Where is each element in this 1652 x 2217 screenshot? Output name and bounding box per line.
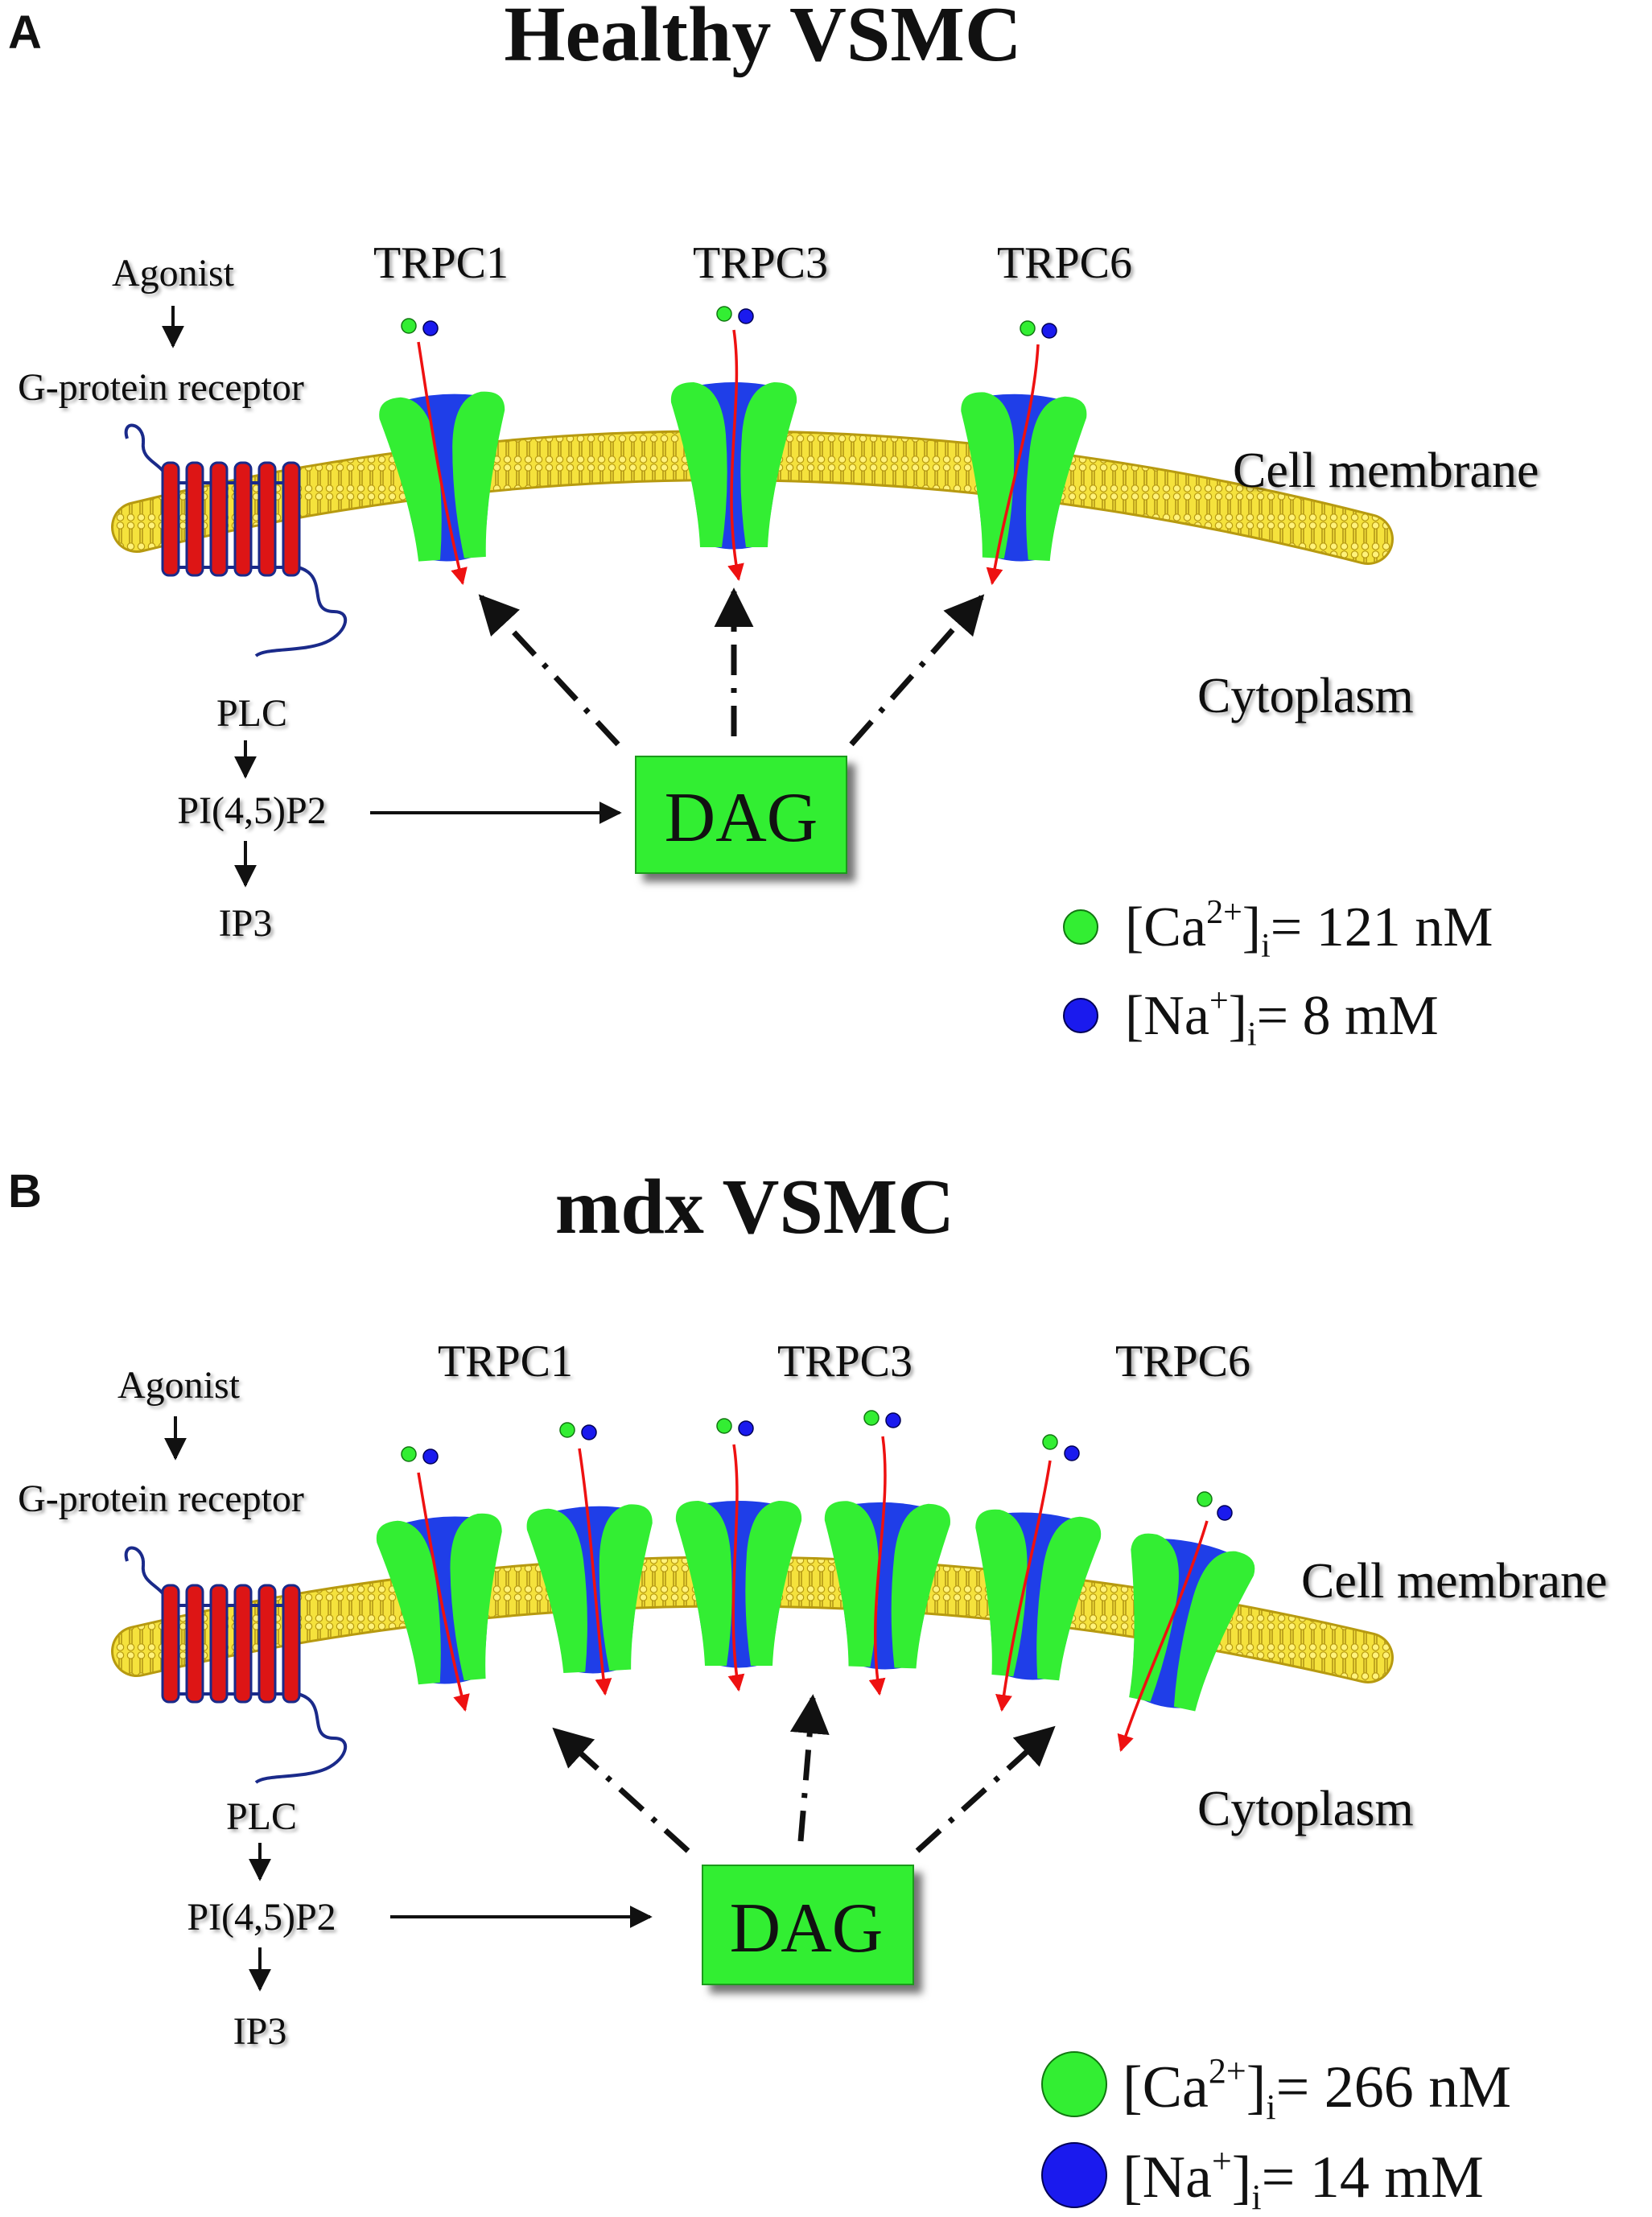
panel-title: Healthy VSMC (504, 0, 1021, 78)
sodium-legend: [Na+]i= 8 mM (1125, 983, 1439, 1053)
agonist-label: Agonist (112, 252, 235, 295)
legend: [Ca2+]i= 121 nM [Na+]i= 8 mM (1063, 894, 1493, 1053)
ion-flow (401, 306, 1057, 586)
channel-label: TRPC6 (997, 238, 1132, 288)
channel-label: TRPC3 (777, 1337, 913, 1387)
plc-label: PLC (226, 1795, 297, 1838)
channel-label: TRPC6 (1115, 1337, 1250, 1387)
membrane-label: Cell membrane (1233, 443, 1539, 498)
trpc-channel (670, 382, 797, 550)
ion-flow (401, 1410, 1233, 1753)
trpc-channel (824, 1501, 950, 1670)
g-protein-receptor (124, 423, 348, 657)
pip2-label: PI(4,5)P2 (177, 789, 326, 832)
calcium-legend: [Ca2+]i= 266 nM (1123, 2051, 1511, 2127)
dag-label: DAG (730, 1889, 884, 1968)
cytoplasm-label: Cytoplasm (1197, 1782, 1414, 1836)
trpc-channel (376, 1513, 502, 1685)
channel-label: TRPC1 (438, 1337, 573, 1387)
receptor-label: G-protein receptor (18, 1477, 304, 1520)
trpc-channel (1129, 1533, 1255, 1712)
ip3-label: IP3 (219, 902, 273, 945)
g-protein-receptor (124, 1546, 348, 1784)
legend: [Ca2+]i= 266 nM [Na+]i= 14 mM (1041, 2051, 1511, 2217)
dag-activation-arrows (478, 587, 985, 747)
dag-label: DAG (665, 779, 818, 857)
cytoplasm-label: Cytoplasm (1197, 669, 1414, 723)
dag-box: DAG (702, 1865, 914, 1985)
panel-title: mdx VSMC (555, 1164, 954, 1251)
plc-label: PLC (216, 692, 287, 735)
dag-box: DAG (635, 756, 847, 874)
channel-label: TRPC1 (373, 238, 509, 288)
panel-b: B mdx VSMC Agonist G-protein receptor PL… (8, 1164, 1607, 2217)
calcium-legend: [Ca2+]i= 121 nM (1125, 894, 1493, 965)
membrane-label: Cell membrane (1301, 1554, 1607, 1609)
sodium-ion-icon (1041, 2142, 1107, 2208)
panel-letter: B (8, 1165, 42, 1218)
panel-letter: A (8, 6, 42, 59)
ip3-label: IP3 (233, 2010, 287, 2053)
trpc-channel (526, 1504, 653, 1674)
trpc-channel (961, 392, 1087, 562)
dag-activation-arrows (552, 1694, 1056, 1853)
agonist-label: Agonist (117, 1364, 241, 1407)
trpc-channel (675, 1501, 802, 1668)
panel-a: A Healthy VSMC Agonist G-protein recepto… (8, 0, 1539, 1053)
channel-label: TRPC3 (693, 238, 828, 288)
calcium-ion-icon (1063, 909, 1098, 945)
sodium-legend: [Na+]i= 14 mM (1123, 2141, 1484, 2217)
calcium-ion-icon (1041, 2051, 1107, 2117)
receptor-label: G-protein receptor (18, 366, 304, 409)
pip2-label: PI(4,5)P2 (187, 1896, 336, 1939)
sodium-ion-icon (1063, 998, 1098, 1033)
